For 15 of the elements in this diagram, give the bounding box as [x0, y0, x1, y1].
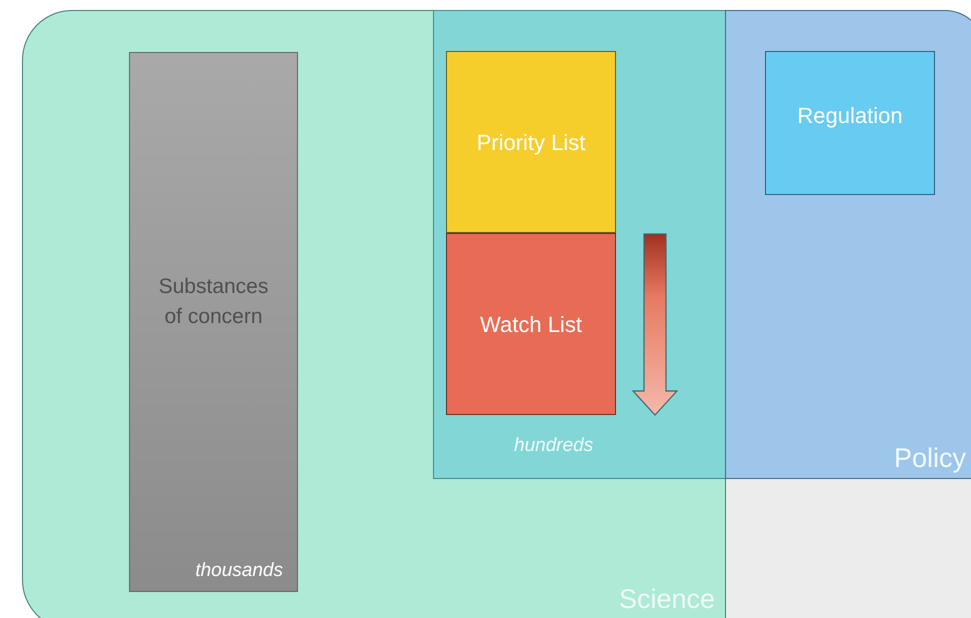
category-box	[129, 52, 298, 592]
list-box	[446, 51, 616, 233]
region-panel	[22, 10, 726, 618]
quantity-label: hundreds	[514, 434, 594, 458]
overlap-panel	[433, 10, 726, 479]
region-label: Policy	[894, 445, 966, 472]
quantity-label: thousands	[195, 558, 283, 582]
box-label: Watch List	[480, 310, 582, 338]
region-label: Science	[618, 586, 715, 613]
regulation-box	[765, 51, 935, 195]
region-panel	[725, 10, 971, 479]
box-label: Regulation	[797, 102, 903, 130]
list-box	[446, 233, 616, 415]
box-label: Priority List	[476, 128, 586, 157]
box-label: Substances of concern	[158, 274, 270, 330]
